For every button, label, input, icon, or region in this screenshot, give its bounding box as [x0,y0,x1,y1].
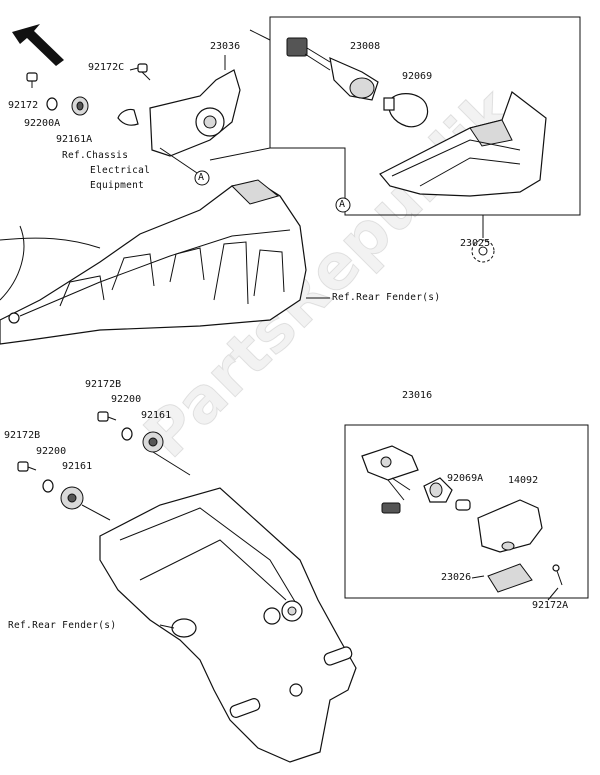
bulb-92069A [455,499,471,511]
part-label-92172C: 92172C [88,62,125,73]
turn-signal-holder [423,477,453,503]
reflector-23026 [487,563,533,593]
ref-chassis-line2: Electrical [90,165,151,176]
rear-frame-section [0,179,330,345]
socket-23008 [286,37,379,101]
screw-92172C [137,63,151,81]
gear-icon [471,239,495,263]
part-label-92200-upper: 92200 [111,394,142,405]
bracket-23036 [149,69,241,157]
wire-clip [117,108,139,126]
ref-chassis-line3: Equipment [90,180,145,191]
part-label-92069A: 92069A [447,473,484,484]
washer-92200-upper [121,427,133,441]
part-label-92161-lower: 92161 [62,461,93,472]
part-label-23025: 23025 [460,238,491,249]
ref-rear-fender-lower: Ref.Rear Fender(s) [8,620,117,631]
part-label-23008: 23008 [350,41,381,52]
part-label-92200A: 92200A [24,118,61,129]
part-label-92172B-lower: 92172B [4,430,41,441]
part-label-23026: 23026 [441,572,472,583]
washer-92200-lower [42,479,54,493]
bolt-92172 [26,72,38,88]
ref-chassis-line1: Ref.Chassis [62,150,129,161]
grommet-92161-lower [60,486,84,510]
bulb-92069 [383,93,429,128]
grommet-92161-upper [142,431,164,453]
grommet-92161A [71,96,89,116]
part-label-92161A: 92161A [56,134,93,145]
direction-arrow-icon [12,24,64,66]
ref-rear-fender-upper: Ref.Rear Fender(s) [332,292,441,303]
part-label-92172A: 92172A [532,600,569,611]
part-label-92161-upper: 92161 [141,410,172,421]
bolt-92172B-upper [97,411,117,422]
turn-signal-lens-14092 [477,499,543,553]
part-label-92200-lower: 92200 [36,446,67,457]
screw-92172A [552,564,563,586]
part-label-92172B-upper: 92172B [85,379,122,390]
part-label-23016: 23016 [402,390,433,401]
bolt-92172B-lower [17,461,37,472]
callout-a-right: A [339,199,346,210]
turn-signal-socket-23016 [361,445,419,514]
part-label-92172: 92172 [8,100,39,111]
washer-92200A [46,97,58,111]
part-label-92069: 92069 [402,71,433,82]
callout-a-left: A [198,172,205,183]
turn-signal-assembly-box [344,424,589,599]
part-label-14092: 14092 [508,475,539,486]
part-label-23036: 23036 [210,41,241,52]
